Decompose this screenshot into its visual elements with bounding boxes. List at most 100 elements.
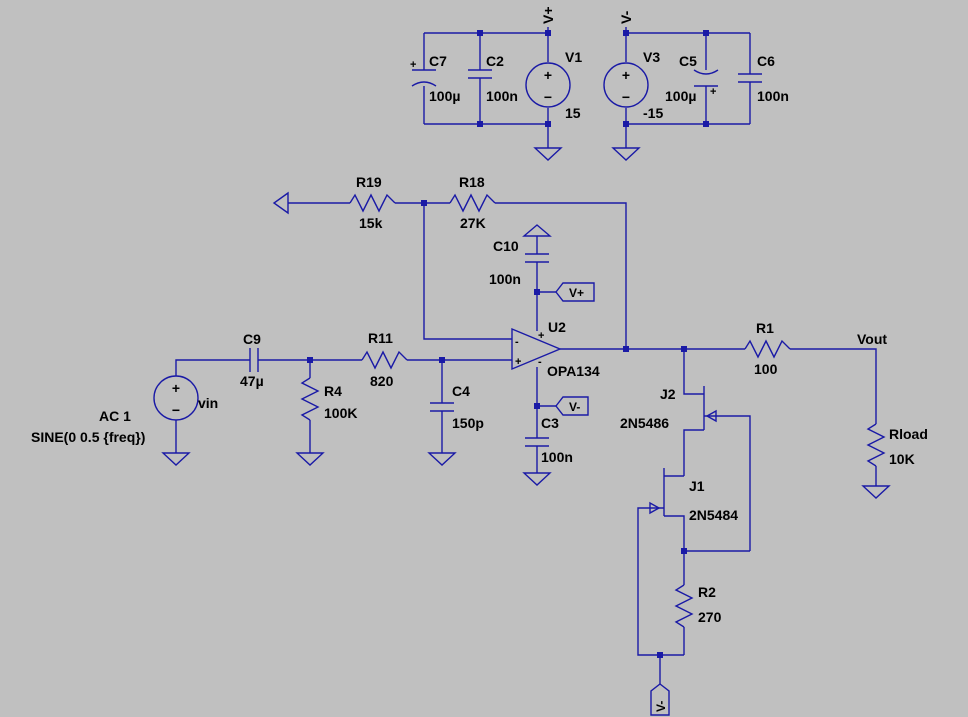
r19-value: 15k [359,215,383,231]
vminus-bottom-flag [650,683,670,716]
r2-resistor: R2 270 [674,584,722,655]
vplus-flag-label: V+ [569,286,584,300]
r2-ref: R2 [698,584,716,600]
r1-resistor: R1 100 [744,320,791,377]
r11-ref: R11 [368,330,393,346]
r18-ref: R18 [459,174,485,190]
c6-capacitor: C6 100n [738,53,789,104]
r18-resistor: R18 27K [449,174,496,231]
vminus-bottom-flag-label: V- [654,701,668,712]
v3-value: -15 [643,105,663,121]
c6-ref: C6 [757,53,775,69]
j2-jfet: J2 2N5486 [620,349,751,551]
rload-ref: Rload [889,426,928,442]
r19-ref: R19 [356,174,382,190]
svg-text:+: + [410,59,416,71]
c3-decoupling: C3 100n V- [522,367,589,486]
r1-ref: R1 [756,320,774,336]
vplus-top-flag-label: V+ [540,6,556,24]
v1-value: 15 [565,105,581,121]
c5-value: 100µ [665,88,696,104]
ground-symbol [272,191,289,215]
j2-value: 2N5486 [620,415,669,431]
svg-text:-: - [538,356,542,368]
c9-capacitor: C9 47µ [240,331,264,389]
v1-ref: V1 [565,49,582,65]
supply-vminus-block: V- + − V3 -15 + C5 100µ C6 100n [603,10,789,161]
v3-ref: V3 [643,49,660,65]
vminus-net-flag [555,396,589,416]
j1-value: 2N5484 [689,507,738,523]
v1-voltage-source: + − V1 15 [525,49,582,121]
vminus-flag-label: V- [569,400,580,414]
r4-ref: R4 [324,383,342,399]
c5-ref: C5 [679,53,697,69]
svg-text:+: + [622,67,630,83]
r18-value: 27K [460,215,486,231]
r2-value: 270 [698,609,722,625]
svg-text:−: − [544,89,552,105]
c5-capacitor: + C5 100µ [665,53,719,104]
vminus-top-flag-label: V- [618,10,634,24]
svg-text:+: + [710,86,716,98]
c2-value: 100n [486,88,518,104]
u2-ref: U2 [548,319,566,335]
c4-ref: C4 [452,383,470,399]
svg-text:−: − [622,89,630,105]
svg-text:+: + [515,356,521,368]
r11-resistor: R11 820 [361,330,408,389]
vin-ref: vin [198,395,218,411]
supply-vplus-block: V+ + C7 100µ C2 100n + − V1 15 [410,6,582,161]
r11-value: 820 [370,373,394,389]
opamp-u2: - + + - U2 OPA134 [511,319,684,379]
c2-capacitor: C2 100n [468,53,518,104]
j1-ref: J1 [689,478,705,494]
c7-value: 100µ [429,88,460,104]
svg-text:−: − [172,402,180,418]
r19-resistor: R19 15k [349,174,396,231]
ground-symbol [295,452,325,466]
r4-value: 100K [324,405,357,421]
j1-jfet: J1 2N5484 [637,468,738,656]
c3-value: 100n [541,449,573,465]
c4-value: 150p [452,415,484,431]
ground-symbol [161,452,191,466]
c2-ref: C2 [486,53,504,69]
rload-resistor: Rload 10K [861,423,928,499]
c10-value: 100n [489,271,521,287]
r4-resistor: R4 100K [295,357,357,466]
svg-text:+: + [544,67,552,83]
input-network: + − vin AC 1 SINE(0 0.5 {freq}) C9 47µ R… [31,330,512,466]
svg-text:+: + [538,330,544,342]
ground-symbol [533,147,563,161]
j2-ref: J2 [660,386,676,402]
c3-ref: C3 [541,415,559,431]
ground-symbol [522,224,552,237]
c7-ref: C7 [429,53,447,69]
output-stage: R1 100 Vout Rload 10K J2 2N5486 [620,320,928,716]
c9-value: 47µ [240,373,264,389]
rload-value: 10K [889,451,915,467]
ground-symbol [611,147,641,161]
r1-value: 100 [754,361,778,377]
c7-capacitor: + C7 100µ [410,53,460,104]
svg-text:-: - [515,336,519,348]
vin-voltage-source: + − vin AC 1 SINE(0 0.5 {freq}) [31,375,218,445]
u2-value: OPA134 [547,363,600,379]
c9-ref: C9 [243,331,261,347]
vin-sine: SINE(0 0.5 {freq}) [31,429,145,445]
vin-ac: AC 1 [99,408,131,424]
vout-net-label: Vout [857,331,887,347]
v3-voltage-source: + − V3 -15 [603,49,663,121]
c6-value: 100n [757,88,789,104]
c4-capacitor: C4 150p [427,357,484,466]
ground-symbol [427,452,457,466]
c10-decoupling: C10 100n V+ [489,224,595,331]
c10-ref: C10 [493,238,519,254]
ground-symbol [522,472,552,486]
ground-symbol [861,485,891,499]
feedback-network: R19 15k R18 27K [272,174,627,349]
vplus-net-flag [555,282,595,302]
svg-text:+: + [172,380,180,396]
